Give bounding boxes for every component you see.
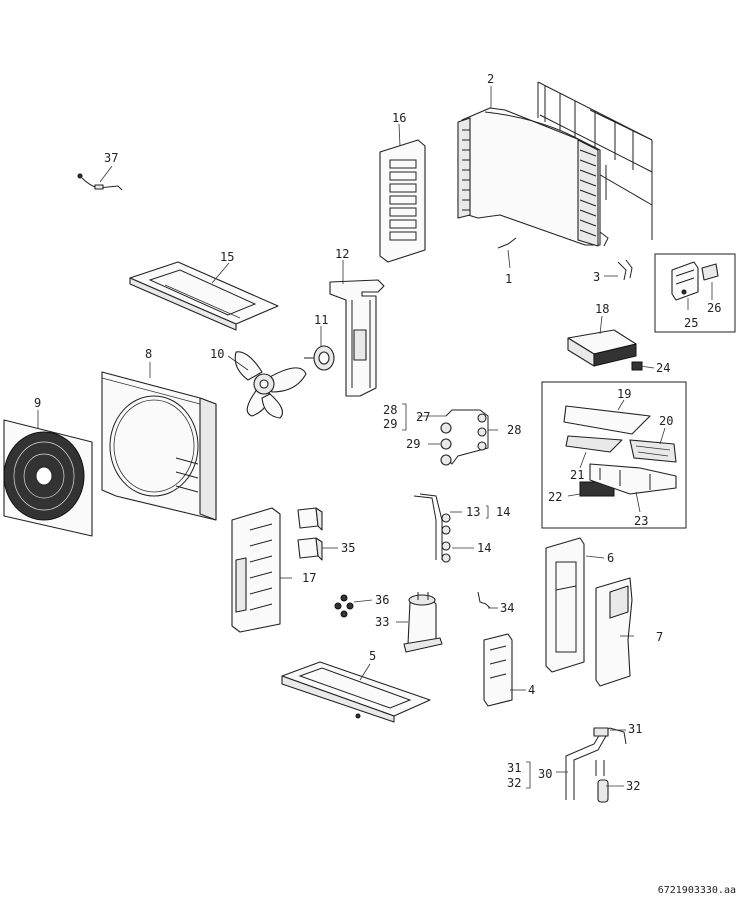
label-29b: 29 — [406, 437, 420, 451]
part-12-motor-bracket — [329, 279, 385, 397]
label-16: 16 — [392, 111, 406, 125]
part-25-terminal-bracket — [671, 261, 699, 301]
label-20: 20 — [659, 414, 673, 428]
label-24: 24 — [656, 361, 670, 375]
label-37: 37 — [104, 151, 118, 165]
label-9: 9 — [34, 396, 41, 410]
label-15: 15 — [220, 250, 234, 264]
part-33-compressor — [403, 592, 443, 653]
label-31: 31 — [628, 722, 642, 736]
label-1: 1 — [505, 272, 512, 286]
label-31b: 31 — [507, 761, 521, 775]
part-13-14-valve-pipes — [413, 493, 451, 563]
part-15-top-cover — [129, 261, 279, 331]
part-34-pipe — [477, 591, 491, 609]
part-6-side-frame — [545, 537, 585, 673]
label-10: 10 — [210, 347, 224, 361]
part-8-front-panel — [101, 371, 217, 521]
label-30: 30 — [538, 767, 552, 781]
part-19-cover — [563, 405, 651, 435]
part-11-fan-motor — [304, 345, 335, 371]
label-3: 3 — [593, 270, 600, 284]
part-26-terminal-block — [701, 263, 719, 281]
label-13: 13 — [466, 505, 480, 519]
label-2: 2 — [487, 72, 494, 86]
label-21: 21 — [570, 468, 584, 482]
label-brackets — [402, 403, 531, 789]
part-37-sensor-cable — [77, 173, 123, 191]
label-25: 25 — [684, 316, 698, 330]
label-32b: 32 — [507, 776, 521, 790]
label-8: 8 — [145, 347, 152, 361]
label-36: 36 — [375, 593, 389, 607]
label-22: 22 — [548, 490, 562, 504]
label-33: 33 — [375, 615, 389, 629]
label-35: 35 — [341, 541, 355, 555]
part-18-control-box — [567, 329, 637, 367]
reference-code: 6721903330.aa — [658, 885, 736, 896]
part-23-housing — [589, 463, 677, 495]
part-20-pcb — [629, 439, 677, 463]
label-7: 7 — [656, 630, 663, 644]
label-18: 18 — [595, 302, 609, 316]
part-27-29-valve-assembly — [440, 409, 489, 466]
label-27: 27 — [416, 410, 430, 424]
label-11: 11 — [314, 313, 328, 327]
part-2-heat-exchanger — [457, 81, 653, 247]
part-5-base-pan — [281, 661, 431, 723]
label-23: 23 — [634, 514, 648, 528]
parts-25-26-box — [654, 253, 736, 333]
label-12: 12 — [335, 247, 349, 261]
label-6: 6 — [607, 551, 614, 565]
label-4: 4 — [528, 683, 535, 697]
part-1-sensor — [497, 237, 517, 249]
label-28b: 28 — [507, 423, 521, 437]
label-32: 32 — [626, 779, 640, 793]
label-28: 28 — [383, 403, 397, 417]
part-16-side-grille — [379, 139, 426, 263]
part-35-reactor — [297, 507, 323, 561]
label-34: 34 — [500, 601, 514, 615]
leader-lines — [37, 86, 713, 787]
label-26: 26 — [707, 301, 721, 315]
part-21-board — [565, 435, 623, 453]
part-17-partition-plate — [231, 507, 281, 633]
label-17: 17 — [302, 571, 316, 585]
part-9-fan-guard — [3, 419, 93, 537]
part-4-valve-cover — [483, 633, 513, 707]
label-14: 14 — [496, 505, 510, 519]
label-29: 29 — [383, 417, 397, 431]
part-10-fan-blade — [234, 351, 307, 419]
part-7-right-cover — [595, 577, 633, 687]
part-3-clip — [617, 259, 633, 281]
part-36-nuts — [334, 594, 354, 618]
parts-19-23-box — [541, 381, 687, 529]
label-14b: 14 — [477, 541, 491, 555]
label-5: 5 — [369, 649, 376, 663]
label-19: 19 — [617, 387, 631, 401]
part-labels: 1 2 3 4 5 6 7 8 9 10 11 12 13 14 14 15 1… — [34, 72, 721, 793]
part-30-32-four-way-valve — [565, 727, 627, 803]
